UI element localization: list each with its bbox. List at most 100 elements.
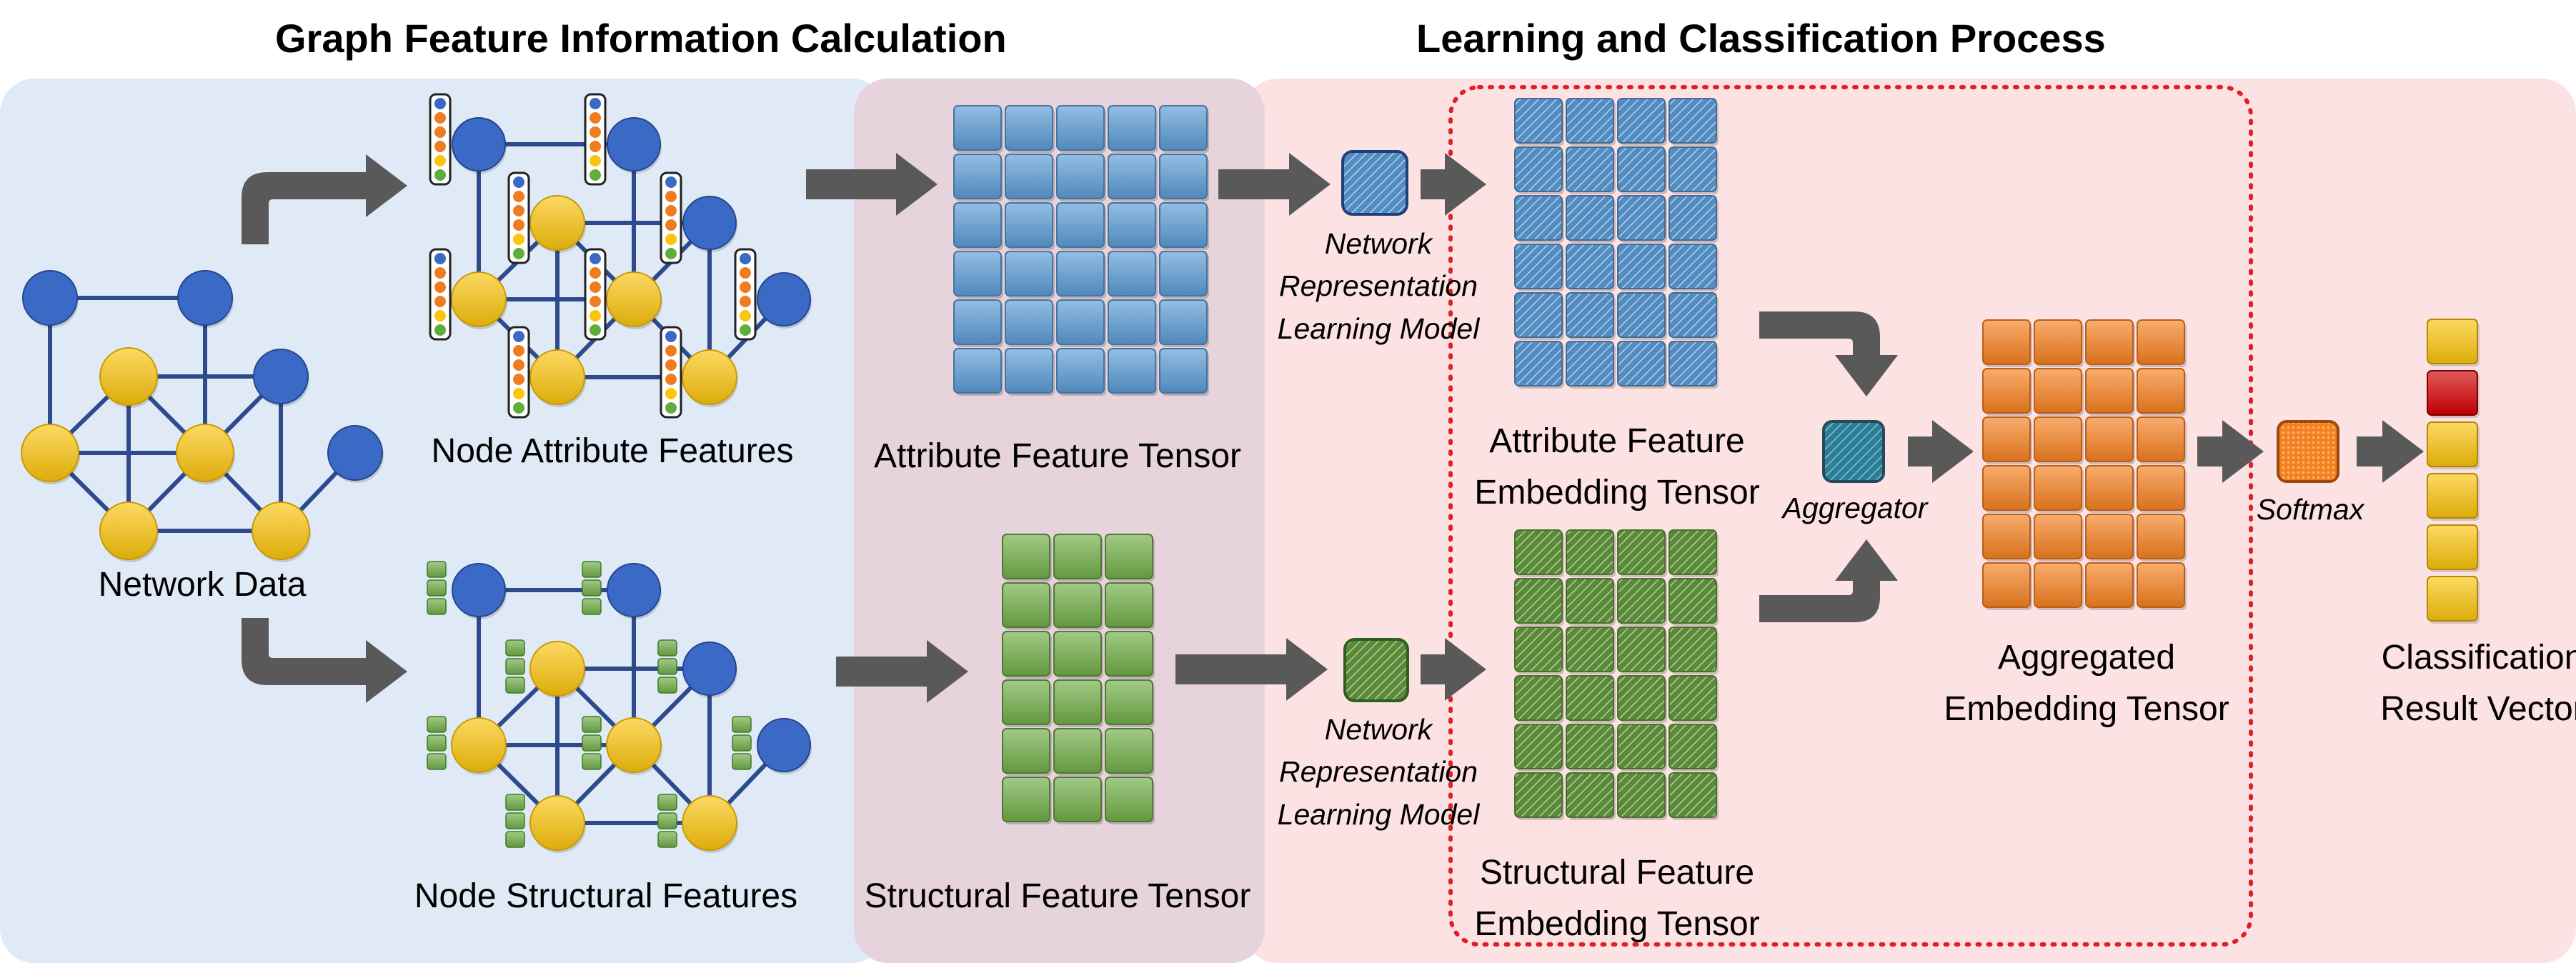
structural-feature-block [505, 639, 525, 657]
tensor-cell [2085, 368, 2134, 414]
structural-feature-block [505, 831, 525, 848]
label-node-attribute-features: Node Attribute Features [431, 432, 794, 470]
graph-node-yellow [682, 795, 737, 851]
tensor-cell [1566, 292, 1614, 338]
attribute-dot [434, 296, 446, 307]
graph-node-blue [682, 642, 737, 696]
tensor-cell [1617, 341, 1666, 386]
title-learning-classification: Learning and Classification Process [1416, 16, 2106, 61]
tensor-cell [1105, 777, 1153, 822]
tensor-cell [1108, 348, 1156, 394]
structural-feature-block [657, 794, 677, 811]
structural-feature-block [582, 716, 602, 733]
tensor-cell [1617, 675, 1666, 721]
tensor-cell [1514, 292, 1563, 338]
tensor-cell [1108, 202, 1156, 248]
graph-node-yellow [529, 195, 585, 251]
tensor-cell [1002, 582, 1050, 628]
graph-node-yellow [252, 502, 310, 560]
aggregator-icon [1822, 420, 1885, 483]
tensor-cell [1514, 195, 1563, 241]
tensor-cell [2137, 514, 2185, 559]
tensor-cell [1159, 154, 1208, 199]
tensor-cell [1617, 146, 1666, 192]
tensor-cell [1566, 244, 1614, 289]
tensor-cell [1982, 319, 2031, 365]
attribute-dot [434, 169, 446, 181]
structural-feature-block [732, 753, 752, 770]
tensor-cell [1566, 627, 1614, 672]
arrow-structure-to-tensor [836, 640, 968, 703]
arrow-model-to-attr-embedding [1421, 153, 1486, 216]
tensor-cell [1566, 341, 1614, 386]
tensor-cell [1053, 728, 1102, 774]
tensor-cell [1002, 631, 1050, 677]
label-structural-feature-tensor: Structural Feature Tensor [864, 877, 1251, 915]
attribute-dot [434, 155, 446, 166]
tensor-cell [1005, 299, 1053, 345]
attribute-dot [513, 248, 524, 259]
graph-node-blue [452, 563, 506, 617]
arrow-struct-embedding-to-aggregator [1759, 539, 1898, 622]
tensor-cell [1566, 529, 1614, 575]
attribute-dot [665, 388, 677, 399]
tensor-cell [1514, 724, 1563, 769]
tensor-cell [2137, 465, 2185, 511]
tensor-cell [1669, 244, 1717, 289]
tensor-cell [1982, 465, 2031, 511]
attribute-embedding-tensor [1514, 98, 1719, 389]
tensor-cell [1566, 724, 1614, 769]
label-attribute-embedding-tensor: Attribute Feature Embedding Tensor [1474, 422, 1760, 512]
embedding-dotted-box [1448, 85, 2253, 947]
structural-feature-block [505, 658, 525, 675]
structural-feature-block [657, 812, 677, 829]
tensor-cell [1982, 562, 2031, 608]
attribute-dot [590, 310, 601, 321]
tensor-cell [1617, 292, 1666, 338]
graph-node-yellow [451, 271, 507, 327]
graph-node-blue [177, 270, 233, 326]
attribute-dot [434, 112, 446, 124]
attribute-dot [434, 98, 446, 109]
label-structural-embedding-tensor: Structural Feature Embedding Tensor [1474, 854, 1760, 943]
graph-node-blue [607, 117, 661, 171]
tensor-cell [953, 202, 1002, 248]
tensor-cell [1056, 348, 1105, 394]
tensor-cell [1053, 631, 1102, 677]
attribute-dot [513, 359, 524, 371]
structural-feature-block [657, 639, 677, 657]
tensor-cell [1056, 299, 1105, 345]
tensor-cell [2137, 416, 2185, 462]
attribute-dot [665, 402, 677, 414]
attribute-dot [665, 219, 677, 231]
nrl-model-icon-bottom [1343, 638, 1409, 702]
title-graph-feature-calculation: Graph Feature Information Calculation [275, 16, 1007, 61]
attribute-dot [590, 296, 601, 307]
structural-feature-block [582, 598, 602, 615]
tensor-cell [1159, 251, 1208, 296]
attribute-dot [740, 310, 751, 321]
arrow-data-to-attributes [242, 154, 407, 244]
attribute-dot [434, 141, 446, 152]
tensor-cell [1982, 514, 2031, 559]
arrow-attr-tensor-to-model [1218, 153, 1331, 216]
tensor-cell [1669, 724, 1717, 769]
tensor-cell [1005, 105, 1053, 151]
structural-feature-block [582, 753, 602, 770]
tensor-cell [1669, 578, 1717, 624]
attribute-dot [665, 331, 677, 342]
structural-feature-block [427, 716, 447, 733]
attribute-dot [513, 234, 524, 245]
tensor-cell [1053, 679, 1102, 725]
node-structural-graph [427, 561, 812, 853]
tensor-cell [2034, 319, 2082, 365]
tensor-cell [1053, 777, 1102, 822]
tensor-cell [1669, 627, 1717, 672]
tensor-cell [2034, 416, 2082, 462]
arrow-attr-embedding-to-aggregator [1759, 311, 1898, 396]
attribute-dot [665, 359, 677, 371]
attribute-dot [590, 253, 601, 264]
attribute-dot [434, 267, 446, 279]
label-attribute-feature-tensor: Attribute Feature Tensor [873, 437, 1242, 475]
graph-node-blue [757, 718, 811, 772]
